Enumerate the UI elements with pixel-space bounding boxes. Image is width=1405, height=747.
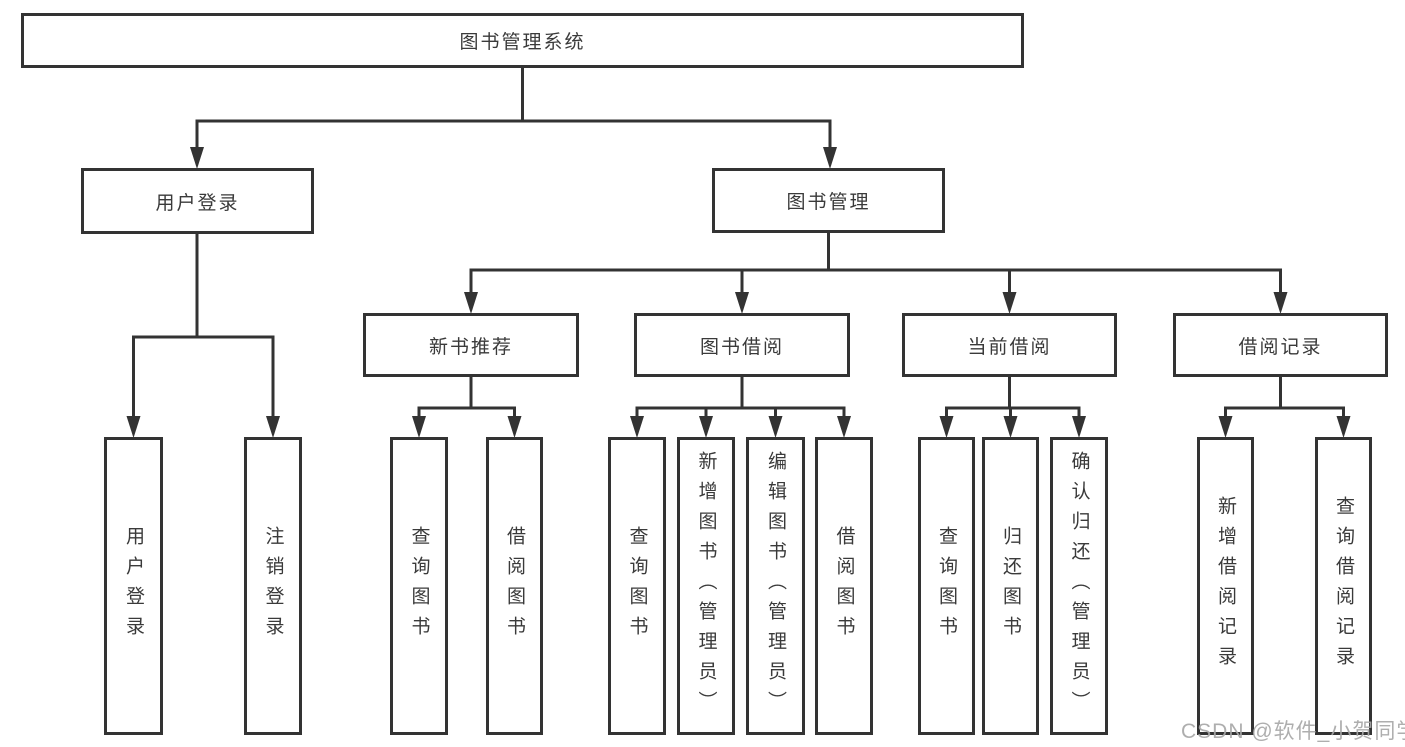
leaf-logout: 注销登录 <box>244 437 302 735</box>
node-borrowing-records: 借阅记录 <box>1173 313 1388 377</box>
leaf-add-borrow-record: 新增借阅记录 <box>1197 437 1254 735</box>
leaf-user-login: 用户登录 <box>104 437 163 735</box>
csdn-watermark: CSDN @软件_小贺同学 <box>1181 720 1405 743</box>
leaf-add-book-admin: 新增图书（管理员） <box>677 437 735 735</box>
leaf-borrow-books: 借阅图书 <box>815 437 873 735</box>
node-current-borrowing: 当前借阅 <box>902 313 1117 377</box>
arrowheads <box>126 147 1351 438</box>
leaf-query-books-recommend: 查询图书 <box>390 437 448 735</box>
leaf-query-borrow-record: 查询借阅记录 <box>1315 437 1372 735</box>
node-new-book-recommendation: 新书推荐 <box>363 313 579 377</box>
node-user-login: 用户登录 <box>81 168 314 234</box>
leaf-confirm-return-admin: 确认归还（管理员） <box>1050 437 1108 735</box>
leaf-query-books-current: 查询图书 <box>918 437 975 735</box>
leaf-query-books-borrow: 查询图书 <box>608 437 666 735</box>
leaf-borrow-books-recommend: 借阅图书 <box>486 437 543 735</box>
node-book-borrowing: 图书借阅 <box>634 313 850 377</box>
leaf-edit-book-admin: 编辑图书（管理员） <box>746 437 805 735</box>
node-book-management: 图书管理 <box>712 168 945 233</box>
node-library-management-system: 图书管理系统 <box>21 13 1024 68</box>
leaf-return-book: 归还图书 <box>982 437 1039 735</box>
